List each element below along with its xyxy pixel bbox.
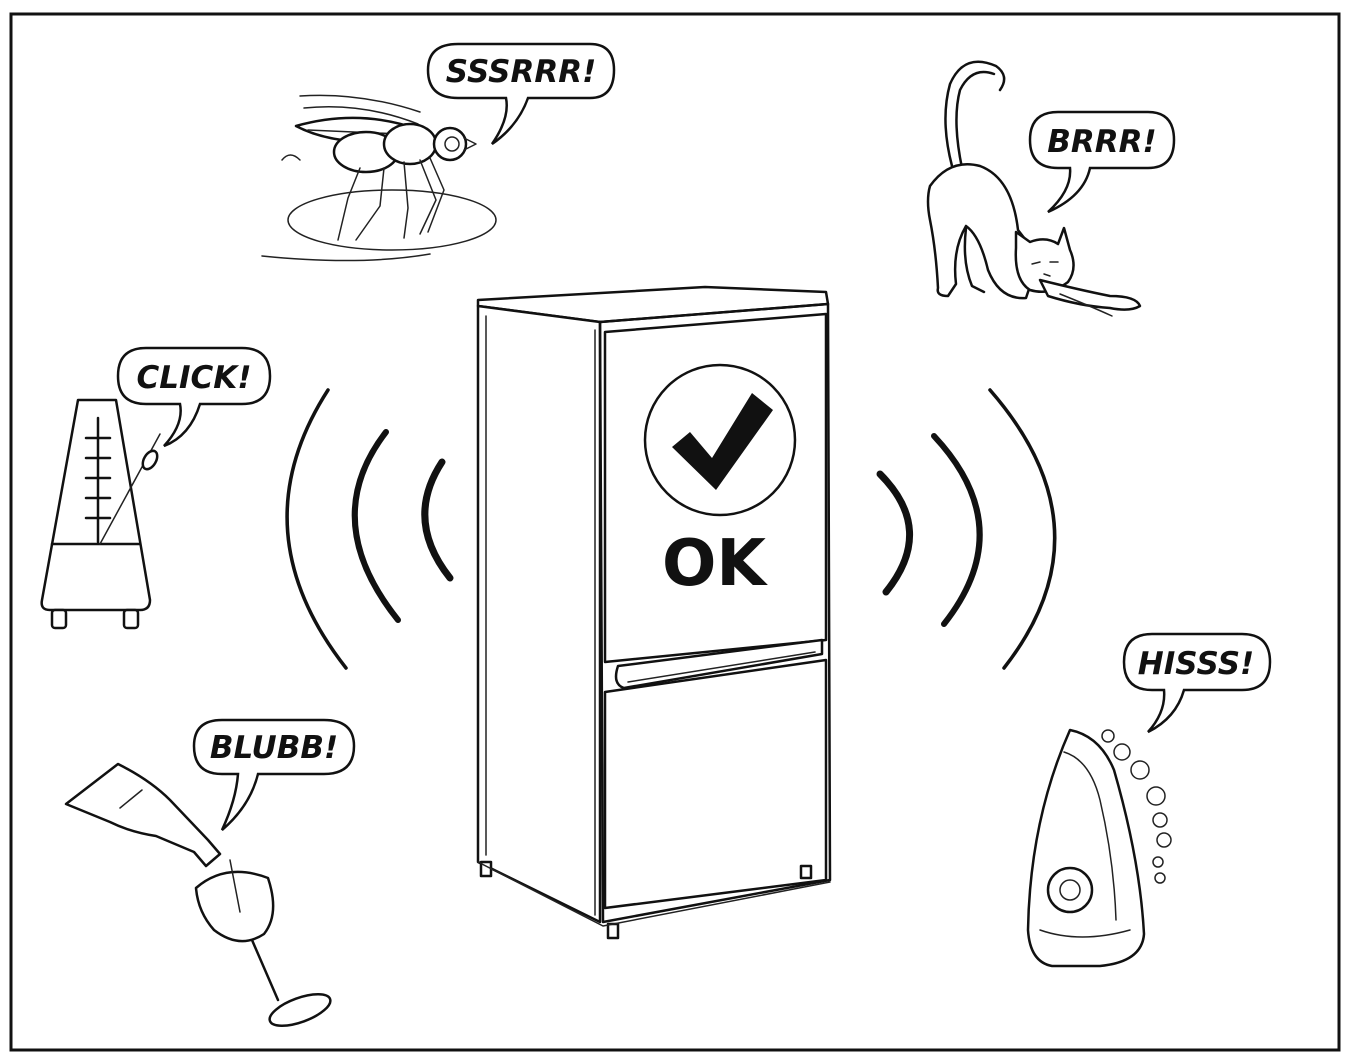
bottle-speech-bubble: BLUBB! xyxy=(192,718,356,831)
sound-wave-icon xyxy=(285,388,348,670)
sound-waves-right xyxy=(876,388,1057,670)
sound-wave-icon xyxy=(988,388,1057,670)
metronome-sound-text: CLICK! xyxy=(137,360,252,396)
fly-icon xyxy=(261,94,497,262)
wine-bottle-icon xyxy=(64,762,222,868)
sound-wave-icon xyxy=(421,458,454,582)
bottle-sound-text: BLUBB! xyxy=(210,730,338,766)
sound-wave-icon xyxy=(351,429,401,623)
steam-iron-icon xyxy=(1026,728,1146,968)
fridge-icon xyxy=(476,285,832,940)
fly-speech-bubble: SSSRRR! xyxy=(426,42,616,146)
steam-puffs xyxy=(1101,729,1172,884)
ok-label: OK xyxy=(662,527,768,601)
checkmark-icon xyxy=(672,393,773,490)
iron-sound-text: HISSS! xyxy=(1138,646,1254,682)
metronome-icon xyxy=(40,398,161,630)
cat-speech-bubble: BRRR! xyxy=(1028,110,1176,214)
checkmark-badge xyxy=(643,363,797,517)
sound-wave-icon xyxy=(876,470,914,596)
metronome-speech-bubble: CLICK! xyxy=(116,346,272,448)
wine-glass-icon xyxy=(194,859,332,1027)
sound-wave-icon xyxy=(931,433,983,627)
checkmark-circle xyxy=(643,363,797,517)
sound-waves-left xyxy=(285,388,454,670)
cat-sound-text: BRRR! xyxy=(1047,124,1156,160)
iron-speech-bubble: HISSS! xyxy=(1122,632,1272,734)
cat-icon xyxy=(926,60,1142,317)
fly-sound-text: SSSRRR! xyxy=(446,54,597,90)
